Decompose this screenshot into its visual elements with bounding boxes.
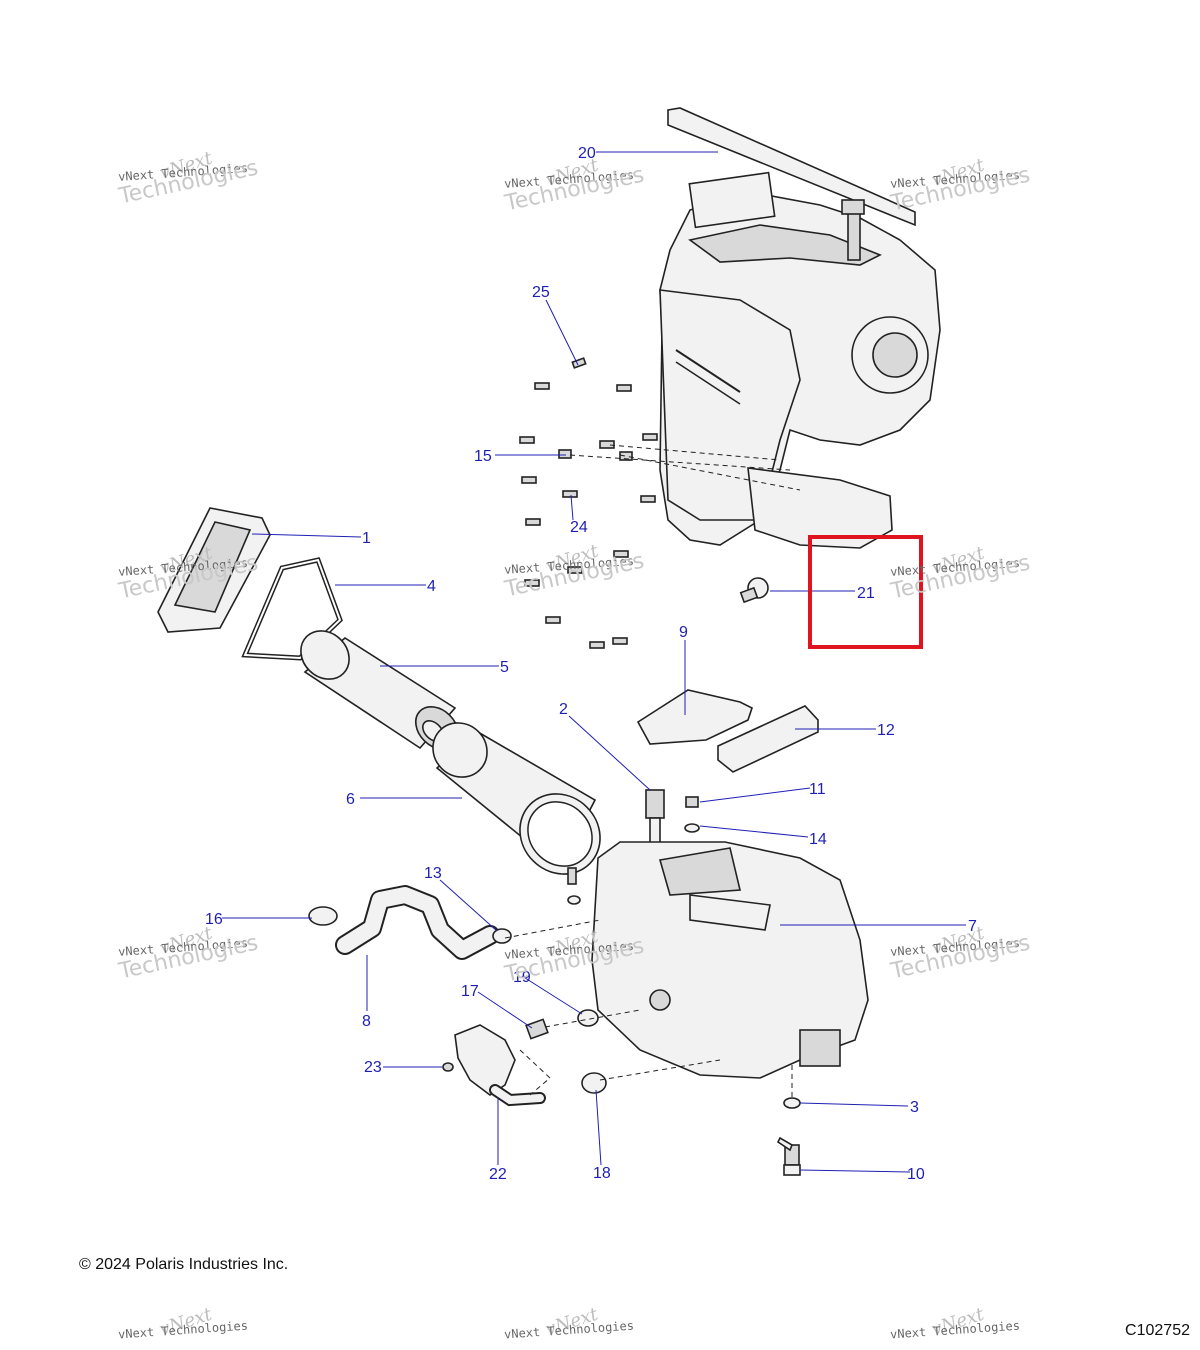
leader-lines (222, 151, 966, 1173)
callout-14: 14 (809, 831, 827, 848)
bolt-and-washer (684, 796, 700, 833)
highlight-box (808, 535, 923, 649)
callout-2: 2 (559, 701, 568, 718)
callout-19: 19 (513, 969, 531, 986)
callout-23: 23 (364, 1059, 382, 1076)
callout-6: 6 (346, 791, 355, 808)
callout-25: 25 (532, 284, 550, 301)
callout-8: 8 (362, 1013, 371, 1030)
figure-id: C102752 (1125, 1322, 1190, 1339)
callout-12: 12 (877, 722, 895, 739)
lower-airbox (567, 841, 869, 1079)
copyright-notice: © 2024 Polaris Industries Inc. (79, 1256, 289, 1273)
callout-labels: 20 25 15 24 1 4 21 5 9 2 12 6 11 14 13 1… (205, 145, 977, 1183)
callout-24: 24 (570, 519, 588, 536)
filter-cover (157, 507, 271, 633)
callout-1: 1 (362, 530, 371, 547)
callout-3: 3 (910, 1099, 919, 1116)
callout-7: 7 (968, 918, 977, 935)
callout-22: 22 (489, 1166, 507, 1183)
callout-10: 10 (907, 1166, 925, 1183)
callout-13: 13 (424, 865, 442, 882)
callout-9: 9 (679, 624, 688, 641)
pre-filter (432, 722, 601, 875)
callout-21: 21 (857, 585, 875, 602)
bracket (636, 689, 753, 745)
filter-seal (241, 557, 343, 661)
callout-4: 4 (427, 578, 436, 595)
callout-5: 5 (500, 659, 509, 676)
callout-11: 11 (809, 781, 826, 798)
callout-16: 16 (205, 911, 223, 928)
upper-airbox-housing (659, 107, 941, 549)
callout-15: 15 (474, 448, 492, 465)
valve-assembly (442, 1009, 721, 1107)
drain-hose (335, 885, 500, 960)
screw-set (519, 357, 801, 649)
callout-17: 17 (461, 983, 479, 1000)
hose-clamp (739, 577, 769, 604)
drain-plug (776, 1065, 801, 1176)
air-filter (300, 630, 460, 751)
callout-20: 20 (578, 145, 596, 162)
foam-pad (717, 705, 819, 773)
hose-clamps (308, 906, 512, 944)
callout-18: 18 (593, 1165, 611, 1182)
